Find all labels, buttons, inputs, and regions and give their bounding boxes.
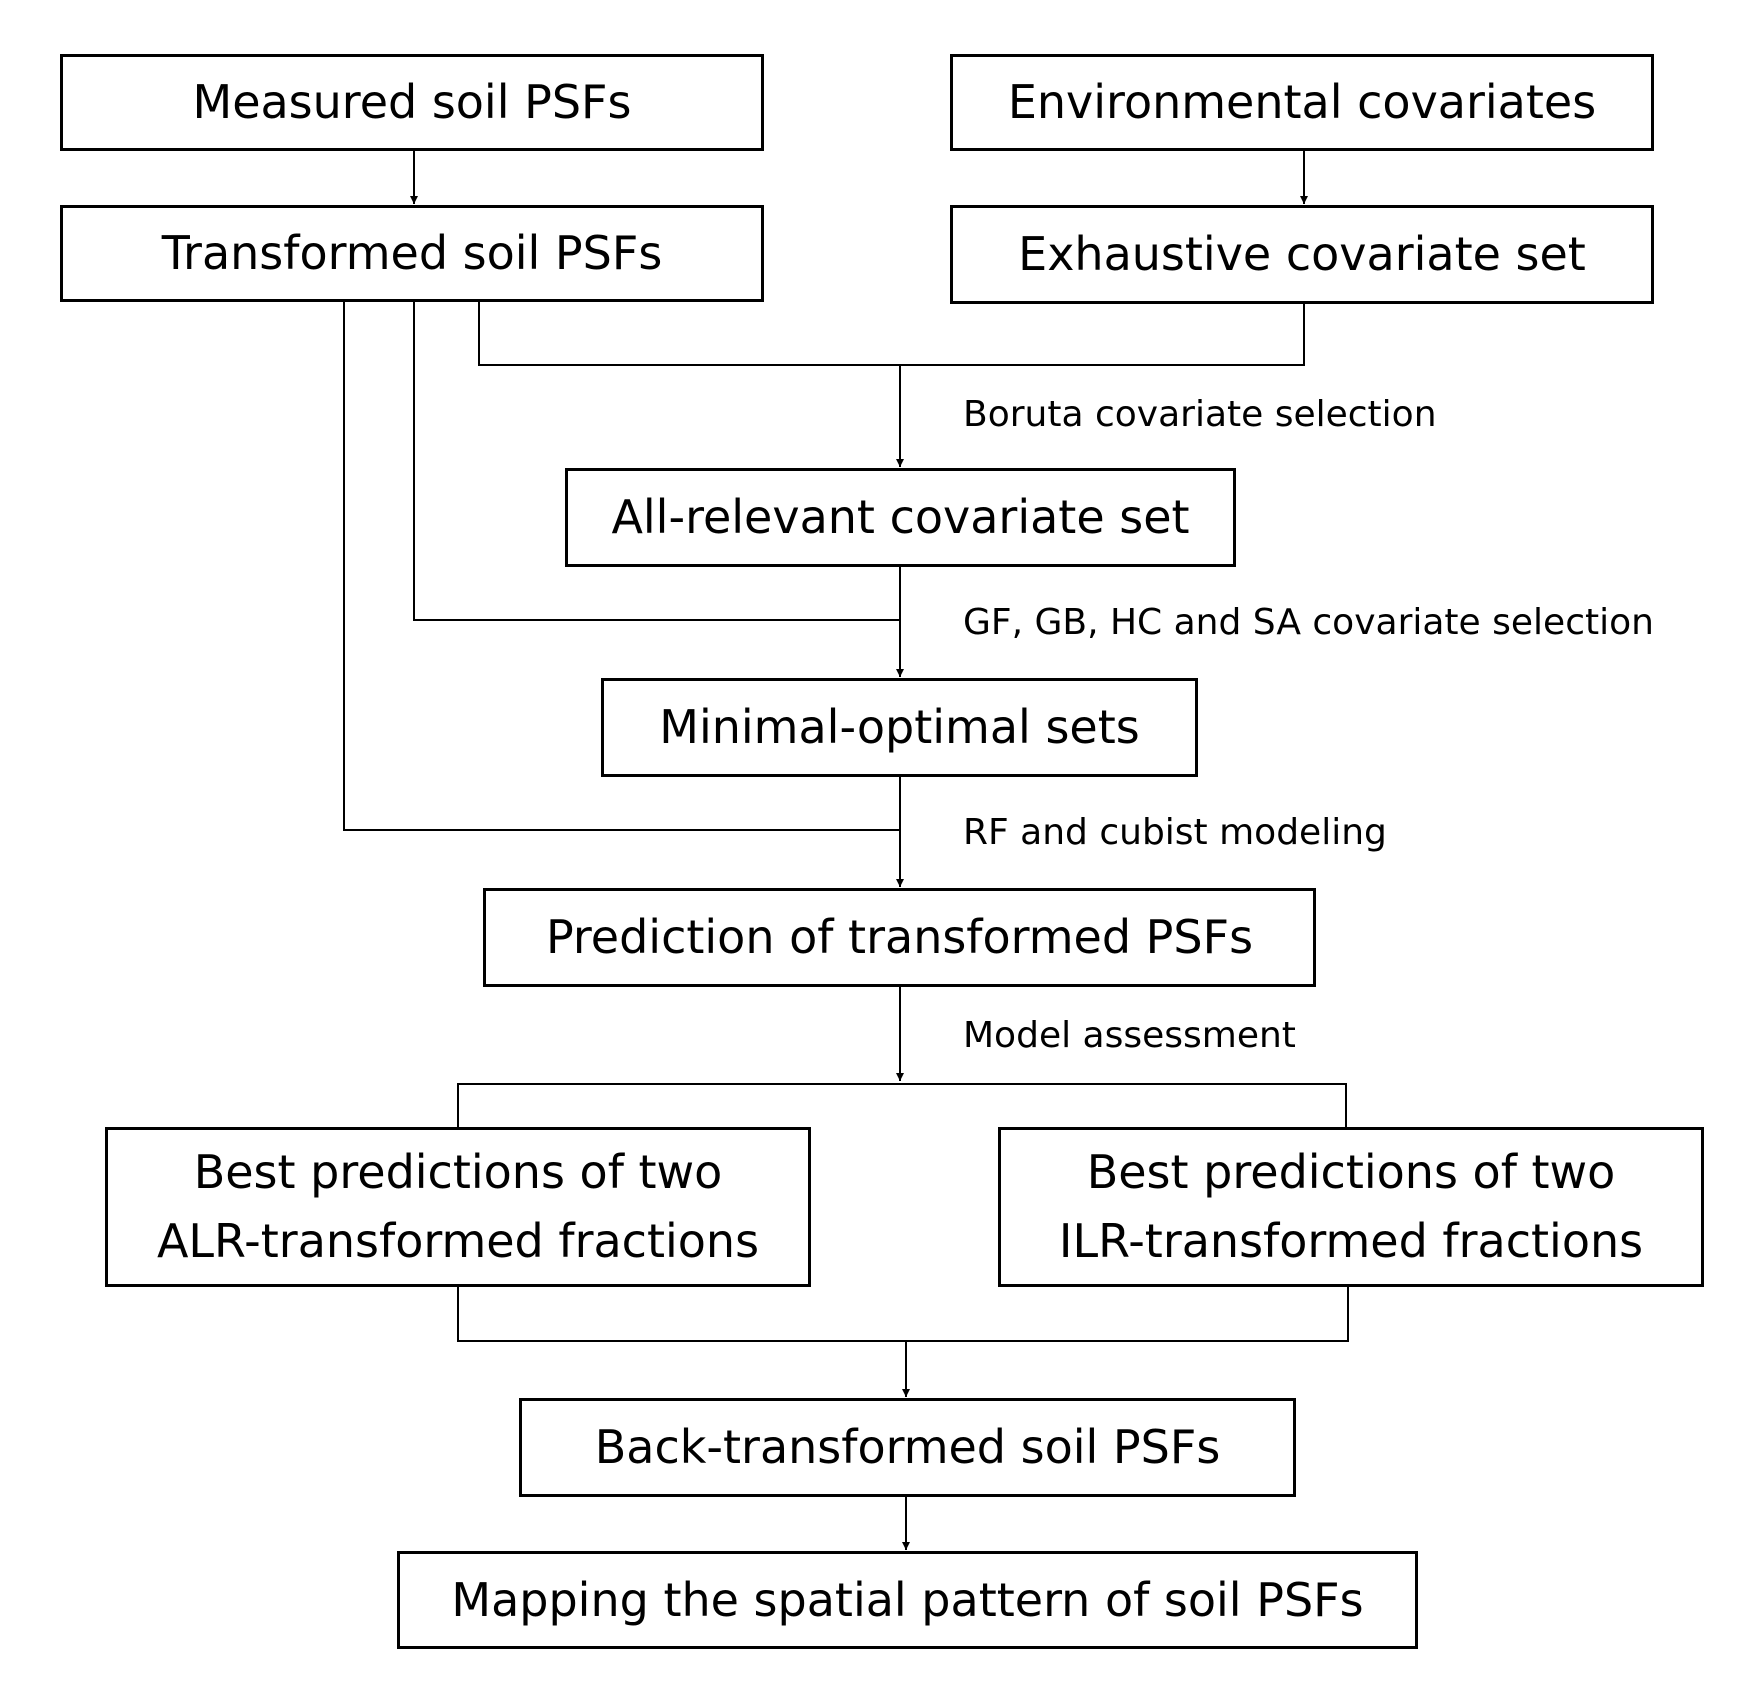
node-prediction-of-transformed-psfs: Prediction of transformed PSFs bbox=[483, 888, 1316, 987]
edge-split-to-best-predictions bbox=[457, 1083, 1347, 1127]
node-exhaustive-covariate-set: Exhaustive covariate set bbox=[950, 205, 1654, 304]
node-label-line-1: Best predictions of two bbox=[193, 1145, 723, 1199]
node-environmental-covariates: Environmental covariates bbox=[950, 54, 1654, 151]
edge-label-gf-gb-hc-sa: GF, GB, HC and SA covariate selection bbox=[963, 602, 1654, 643]
node-label: Exhaustive covariate set bbox=[1018, 227, 1586, 281]
node-best-predictions-alr: Best predictions of two ALR-transformed … bbox=[105, 1127, 811, 1287]
node-all-relevant-covariate-set: All-relevant covariate set bbox=[565, 468, 1236, 567]
edge-transformed-to-selection bbox=[413, 300, 900, 621]
node-label: Transformed soil PSFs bbox=[161, 226, 663, 280]
edge-transformed-to-modeling bbox=[343, 300, 900, 831]
node-best-predictions-ilr: Best predictions of two ILR-transformed … bbox=[998, 1127, 1704, 1287]
node-minimal-optimal-sets: Minimal-optimal sets bbox=[601, 678, 1198, 777]
node-label: Mapping the spatial pattern of soil PSFs bbox=[451, 1572, 1364, 1627]
edge-label-rf-cubist: RF and cubist modeling bbox=[963, 812, 1387, 853]
node-back-transformed-soil-psfs: Back-transformed soil PSFs bbox=[519, 1398, 1296, 1497]
edge-label-boruta: Boruta covariate selection bbox=[963, 394, 1437, 435]
node-label: Back-transformed soil PSFs bbox=[594, 1420, 1221, 1474]
edge-transformed-exhaustive-merge bbox=[478, 300, 1305, 366]
node-label: Environmental covariates bbox=[1007, 75, 1597, 129]
node-label-line-2: ILR-transformed fractions bbox=[1058, 1214, 1644, 1268]
node-label: Minimal-optimal sets bbox=[659, 700, 1140, 754]
node-label: Measured soil PSFs bbox=[192, 75, 632, 129]
node-measured-soil-psfs: Measured soil PSFs bbox=[60, 54, 764, 151]
node-label: Prediction of transformed PSFs bbox=[545, 910, 1254, 964]
node-transformed-soil-psfs: Transformed soil PSFs bbox=[60, 205, 764, 302]
edge-best-predictions-join bbox=[457, 1285, 1349, 1342]
node-label-line-2: ALR-transformed fractions bbox=[156, 1214, 760, 1268]
node-label-line-1: Best predictions of two bbox=[1086, 1145, 1616, 1199]
node-mapping-spatial-pattern: Mapping the spatial pattern of soil PSFs bbox=[397, 1551, 1418, 1649]
node-label: All-relevant covariate set bbox=[611, 490, 1190, 544]
edge-label-model-assessment: Model assessment bbox=[963, 1015, 1296, 1056]
